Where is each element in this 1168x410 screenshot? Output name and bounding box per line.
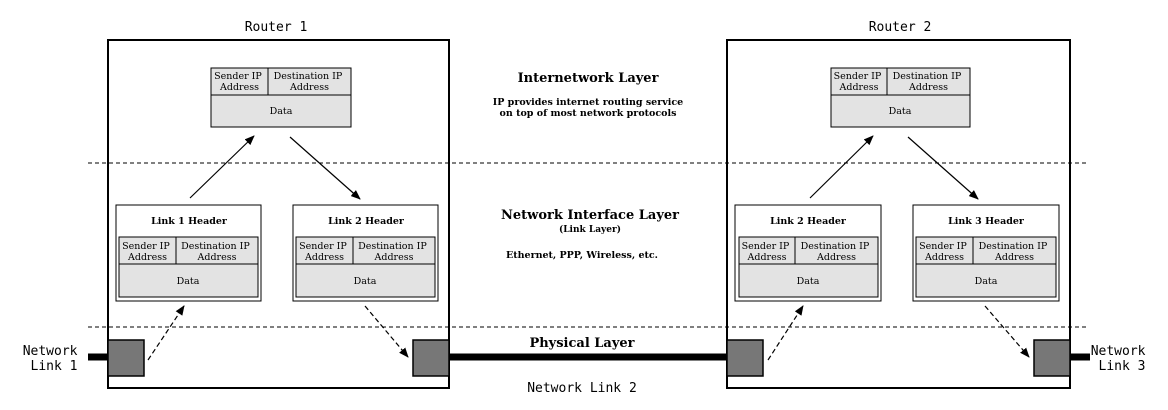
data-label: Data [975,276,998,287]
router-1-port-left [107,339,145,377]
router-2-link-3-frame: Link 3 Header Sender IP Address Destinat… [912,204,1060,302]
data-label: Data [797,276,820,287]
data-label: Data [270,106,293,117]
sender-ip-label: Sender IP Address [299,241,350,263]
router-1-link-2-frame: Link 2 Header Sender IP Address Destinat… [292,204,439,302]
router-1-port-right [412,339,450,377]
sender-ip-label: Sender IP Address [919,241,970,263]
data-label: Data [889,106,912,117]
frame-header-label: Link 2 Header [328,216,405,227]
arrow-r2-link3-frame-to-port [984,305,1030,358]
data-label: Data [177,276,200,287]
arrow-r1-link2-frame-to-port [364,305,409,358]
physical-layer-title: Physical Layer [529,336,634,351]
arrow-r2-port-to-link2-frame [767,305,804,361]
router-1-box [107,39,450,389]
arrow-r1-link1-frame-to-ip [189,135,255,199]
router-2-label: Router 2 [869,20,932,35]
data-label: Data [354,276,377,287]
sender-ip-label: Sender IP Address [122,241,173,263]
destination-ip-label: Destination IP Address [358,241,430,263]
frame-header-label: Link 3 Header [948,216,1025,227]
destination-ip-label: Destination IP Address [181,241,253,263]
router-2-link-2-frame: Link 2 Header Sender IP Address Destinat… [734,204,882,302]
network-interface-layer-desc: Ethernet, PPP, Wireless, etc. [506,250,658,261]
router-2-box [726,39,1071,389]
destination-ip-label: Destination IP Address [801,241,873,263]
network-link-2-label: Network Link 2 [527,381,637,396]
network-interface-layer-title: Network Interface Layer [501,208,679,223]
internetwork-layer-desc-2: on top of most network protocols [500,108,677,119]
network-interface-layer-subtitle: (Link Layer) [559,224,621,235]
network-link-3-label: Network Link 3 [1091,344,1154,374]
destination-ip-label: Destination IP Address [893,71,965,93]
destination-ip-label: Destination IP Address [274,71,346,93]
arrow-r2-link2-frame-to-ip [809,135,874,199]
network-link-1-label: Network Link 1 [23,344,86,374]
router-1-ip-packet: Sender IP Address Destination IP Address… [210,67,352,128]
internetwork-layer-title: Internetwork Layer [518,71,659,86]
arrow-r1-ip-to-link2-frame [289,136,361,200]
sender-ip-label: Sender IP Address [834,71,885,93]
router-1-label: Router 1 [245,20,308,35]
sender-ip-label: Sender IP Address [214,71,265,93]
arrow-r1-port-to-link1-frame [147,305,185,361]
destination-ip-label: Destination IP Address [979,241,1051,263]
sender-ip-label: Sender IP Address [742,241,793,263]
router-2-ip-packet: Sender IP Address Destination IP Address… [830,67,971,128]
frame-header-label: Link 2 Header [770,216,847,227]
router-2-port-right [1033,339,1071,377]
router-1-link-1-frame: Link 1 Header Sender IP Address Destinat… [115,204,262,302]
router-2-port-left [726,339,764,377]
arrow-r2-ip-to-link3-frame [907,136,979,200]
internetwork-layer-desc-1: IP provides internet routing service [493,97,683,108]
frame-header-label: Link 1 Header [151,216,228,227]
